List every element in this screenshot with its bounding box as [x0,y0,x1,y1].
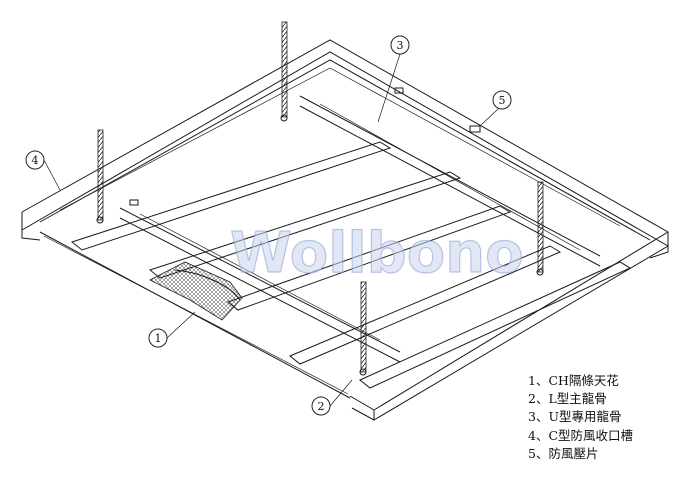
legend-item-4: 4、C型防風收口槽 [528,427,634,443]
legend-item-3: 3、U型專用龍骨 [528,409,622,425]
callout-2: 2 [311,379,353,416]
l-runner-group [70,141,632,389]
u-keel-group [119,95,601,363]
parts-legend: 1、CH隔條天花 2、L型主龍骨 3、U型專用龍骨 4、C型防風收口槽 5、防風… [528,372,633,463]
legend-item-5: 5、防風壓片 [528,445,599,461]
hanger-rod-group [96,21,544,376]
callout-5: 5 [479,90,512,127]
svg-text:4: 4 [32,154,39,167]
svg-text:1: 1 [155,332,162,345]
watermark-text: Wollbono [230,221,524,286]
legend-item-2: 2、L型主龍骨 [528,391,607,407]
svg-text:5: 5 [499,94,506,107]
c-channel-frame [21,39,669,421]
callout-4: 4 [25,150,61,191]
wind-clip-group [129,87,481,206]
legend-item-1: 1、CH隔條天花 [528,373,619,388]
svg-text:2: 2 [318,400,325,413]
svg-text:3: 3 [397,39,404,52]
callout-1: 1 [148,311,196,348]
callout-3: 3 [377,35,410,123]
